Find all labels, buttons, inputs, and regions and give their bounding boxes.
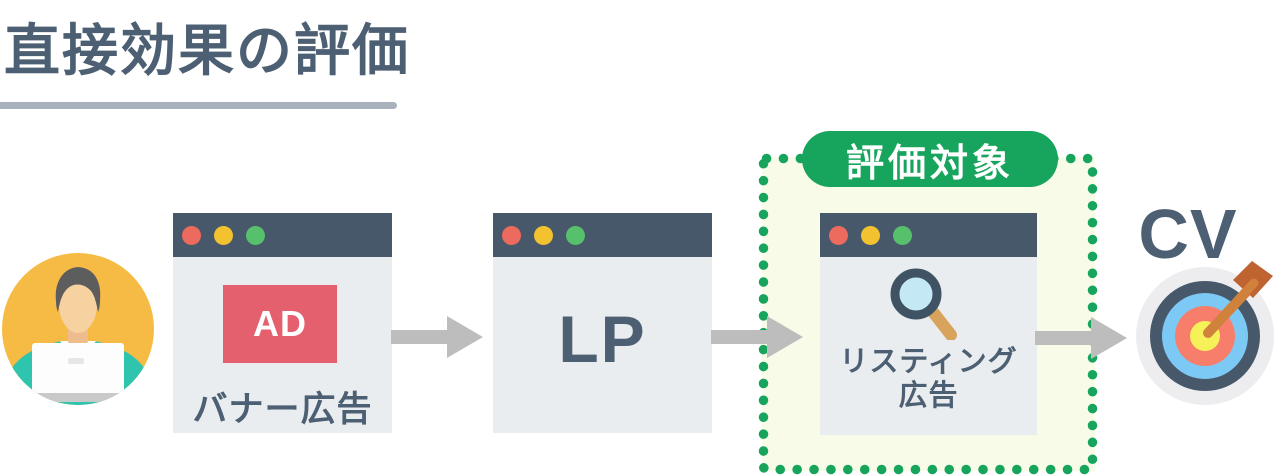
magnifier-icon xyxy=(890,268,957,340)
dartboard-with-dart-icon xyxy=(1136,261,1274,405)
browser-body: LP xyxy=(493,257,712,433)
window-control-dot-yellow-icon xyxy=(214,225,233,245)
banner-caption: バナー広告 xyxy=(192,390,373,429)
browser-body: リスティング 広告 xyxy=(820,257,1037,433)
browser-header xyxy=(820,213,1037,257)
listing-caption: リスティング 広告 xyxy=(820,345,1037,413)
right-arrow-icon xyxy=(711,316,803,358)
evaluation-target-badge: 評価対象 xyxy=(802,131,1058,187)
browser-window-lp: LP xyxy=(493,213,712,433)
listing-caption-line1: リスティング xyxy=(839,346,1018,378)
right-arrow-icon xyxy=(391,316,483,358)
person-at-laptop-icon xyxy=(2,253,154,405)
window-control-dot-red-icon xyxy=(502,225,521,245)
browser-header xyxy=(493,213,712,257)
window-control-dot-green-icon xyxy=(566,225,585,245)
browser-body: AD バナー広告 xyxy=(173,257,392,433)
listing-caption-line2: 広告 xyxy=(898,380,959,413)
ad-banner-box: AD xyxy=(223,285,337,363)
browser-window-banner: AD バナー広告 xyxy=(173,213,392,433)
window-control-dot-red-icon xyxy=(182,225,201,245)
window-control-dot-green-icon xyxy=(246,225,265,245)
right-arrow-icon xyxy=(1035,317,1127,359)
green-dotted-border xyxy=(758,153,1098,475)
window-control-dot-red-icon xyxy=(829,225,848,245)
browser-header xyxy=(173,213,392,257)
lp-caption: LP xyxy=(558,302,647,376)
cv-label: CV xyxy=(1138,195,1238,273)
browser-window-listing: リスティング 広告 xyxy=(820,213,1037,435)
window-control-dot-green-icon xyxy=(893,225,912,245)
title-underline xyxy=(0,102,397,109)
window-control-dot-yellow-icon xyxy=(534,225,553,245)
window-control-dot-yellow-icon xyxy=(861,225,880,245)
page-title: 直接効果の評価 xyxy=(4,19,410,82)
